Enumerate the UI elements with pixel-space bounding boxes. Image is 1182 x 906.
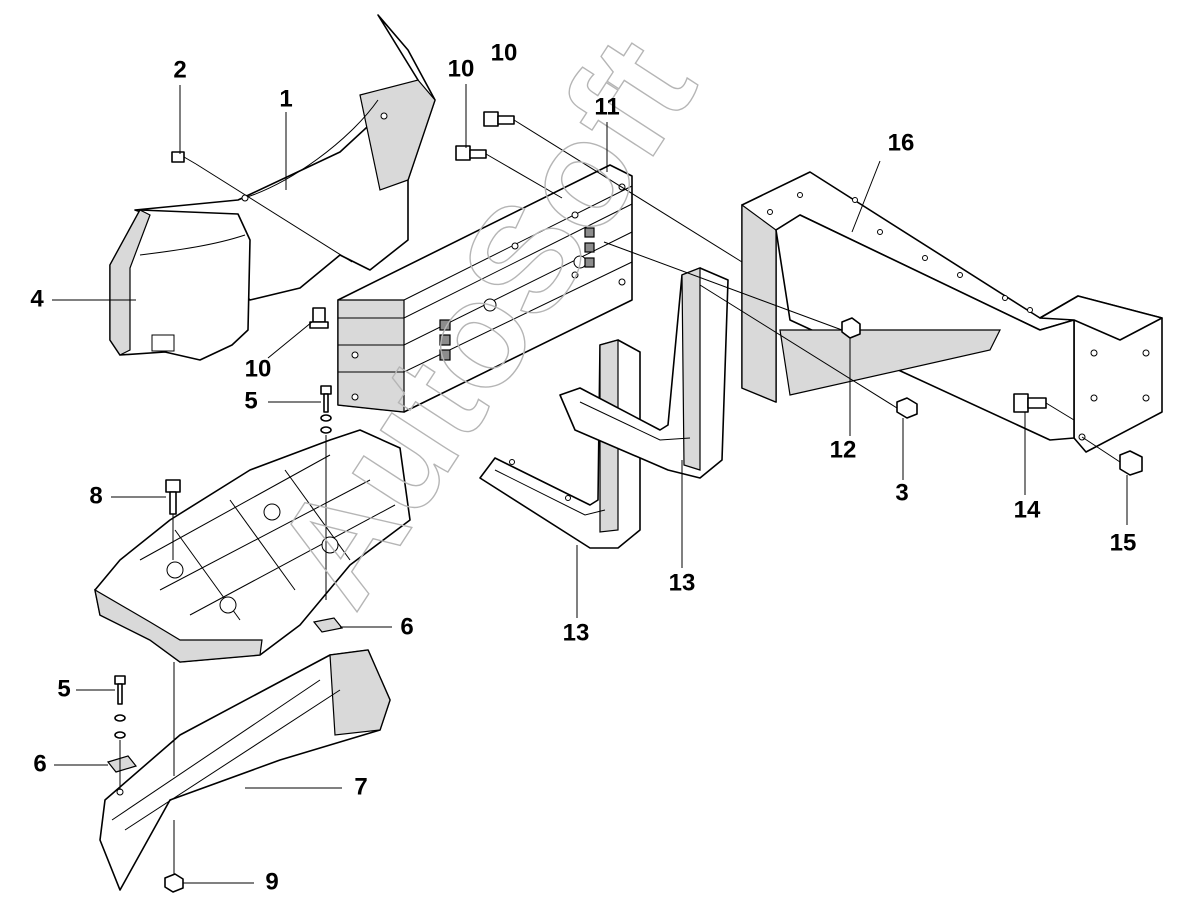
callout-6-lower: 6: [33, 750, 46, 777]
nut-3: [896, 397, 918, 419]
part-4-lower-fender: [109, 209, 251, 361]
callout-1: 1: [279, 85, 292, 112]
clip-6-lower: [106, 755, 138, 773]
callout-10-mid: 10: [448, 55, 475, 82]
part-16-bracket: [741, 171, 1163, 453]
callout-6-upper: 6: [400, 613, 413, 640]
callout-10-top: 10: [491, 39, 518, 66]
callout-10-lower: 10: [245, 355, 272, 382]
bolt-14: [1013, 393, 1047, 413]
hardware: [106, 111, 1143, 893]
callout-15: 15: [1110, 529, 1137, 556]
part-13-step-bracket-rear: [559, 267, 729, 479]
callout-5-lower: 5: [57, 675, 70, 702]
bolt-10-c: [309, 307, 329, 329]
part-11-rail: [337, 164, 633, 413]
bolt-8: [165, 479, 181, 515]
callout-2: 2: [173, 56, 186, 83]
callout-3: 3: [895, 479, 908, 506]
part-13-step-bracket-front: [479, 339, 641, 549]
callout-16: 16: [888, 129, 915, 156]
callout-13-left: 13: [563, 619, 590, 646]
bolt-10-b: [455, 145, 487, 161]
nut-12: [841, 317, 861, 339]
callout-8: 8: [89, 482, 102, 509]
bolt-2: [171, 151, 185, 163]
leader-lines: [52, 84, 1128, 884]
callout-11: 11: [594, 93, 619, 120]
clip-6-upper: [312, 617, 344, 633]
nut-9: [164, 873, 184, 893]
part-7-step-panel: [99, 649, 391, 891]
callout-13-right: 13: [669, 569, 696, 596]
callout-7: 7: [354, 773, 367, 800]
callout-5-upper: 5: [244, 387, 257, 414]
callouts: 1 2 4 10 10 10 11 16 5 8 6 5 6 7 9 12 3 …: [30, 39, 1136, 895]
callout-9: 9: [265, 868, 278, 895]
bolt-5-lower: [114, 675, 126, 739]
nut-15: [1119, 450, 1143, 476]
bolt-5-upper: [320, 385, 332, 434]
callout-12: 12: [830, 436, 857, 463]
callout-14: 14: [1014, 496, 1041, 523]
assembly-lines: [119, 119, 1121, 875]
part-step-tread: [94, 429, 411, 663]
bolt-10-a: [483, 111, 515, 127]
callout-4: 4: [30, 285, 44, 312]
